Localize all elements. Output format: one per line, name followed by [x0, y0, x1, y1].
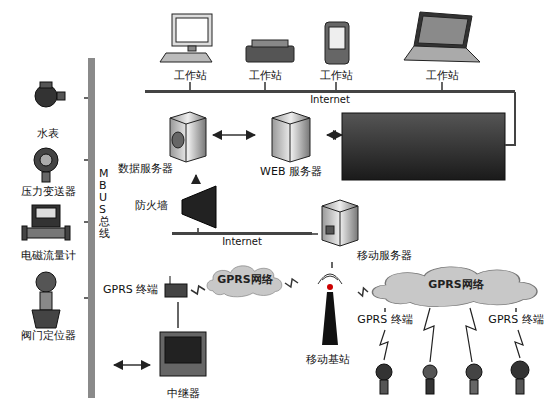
connector [177, 302, 179, 328]
field-bus: MBUS 总线 [88, 58, 114, 398]
meter-icons [22, 82, 70, 328]
node-label: 数据服务器 [118, 162, 173, 175]
connector [331, 262, 333, 268]
node-label: GPRS网络 [428, 278, 483, 291]
connector [191, 286, 205, 294]
workstation: 工作站 [232, 10, 298, 82]
workstation: 工作站 [305, 10, 367, 82]
connector [358, 288, 368, 296]
node-label: 中继器 [167, 387, 200, 400]
gprs-terminal: GPRS 终端 [486, 312, 546, 328]
node-label: 移动基站 [306, 353, 350, 366]
server-icons [170, 112, 358, 246]
connector [335, 82, 337, 90]
node-label: 电磁流量计 [21, 249, 76, 262]
node-label: GPRS 终端 [488, 313, 543, 326]
node-label: 工作站 [249, 69, 282, 82]
connector [515, 308, 517, 312]
network-bus: Internet [172, 232, 312, 252]
meter: 压力变送器 [12, 142, 84, 198]
meter: 阀门定位器 [12, 270, 84, 342]
antenna-icon [318, 274, 342, 345]
node-label: 防火墙 [135, 199, 168, 212]
server: 数据服务器 [118, 110, 213, 175]
node-label: 工作站 [320, 69, 353, 82]
connector [285, 279, 298, 287]
cloud: GPRS网络 [205, 262, 285, 298]
terminal-icons [160, 276, 206, 376]
node-label: 工作站 [174, 69, 207, 82]
repeater: 中继器 [150, 328, 216, 400]
connector [264, 82, 266, 90]
base-station: 移动基站 [298, 268, 358, 366]
server: 移动服务器 [318, 196, 412, 262]
field-devices [376, 361, 529, 394]
server: WEB 服务器 [255, 110, 327, 178]
connector [312, 233, 318, 235]
node-label: GPRS 终端 [357, 313, 412, 326]
meter: 电磁流量计 [12, 202, 84, 262]
workstation-icons [160, 12, 480, 64]
node-label: 工作站 [426, 69, 459, 82]
node-label: MBUS 总线 [99, 168, 110, 398]
workstation: 工作站 [150, 10, 230, 82]
node-label: 压力变送器 [21, 185, 76, 198]
double-arrow [327, 134, 342, 136]
display-panel [342, 113, 505, 180]
node-label: 移动服务器 [357, 249, 412, 262]
workstation: 工作站 [400, 5, 484, 82]
node-label: WEB 服务器 [260, 165, 322, 178]
bus-link [505, 92, 515, 145]
node-label: GPRS 终端 [103, 283, 158, 296]
node-label: 水表 [37, 127, 59, 140]
connector [441, 82, 443, 90]
connector [114, 364, 150, 366]
meter: 水表 [12, 78, 84, 140]
node-label: Internet [220, 236, 264, 248]
cloud: GPRS网络 [368, 262, 544, 308]
connector [384, 308, 386, 312]
network-bus: Internet [145, 90, 515, 110]
connector [189, 82, 191, 90]
connector [195, 175, 197, 183]
gprs-terminal: GPRS 终端 [103, 278, 191, 302]
gprs-terminal: GPRS 终端 [355, 312, 415, 328]
connector [213, 134, 255, 136]
firewall-icon [182, 186, 216, 228]
node-label: GPRS网络 [217, 273, 272, 286]
node-label: Internet [308, 94, 352, 106]
firewall: 防火墙 [135, 183, 220, 228]
node-label: 阀门定位器 [21, 329, 76, 342]
